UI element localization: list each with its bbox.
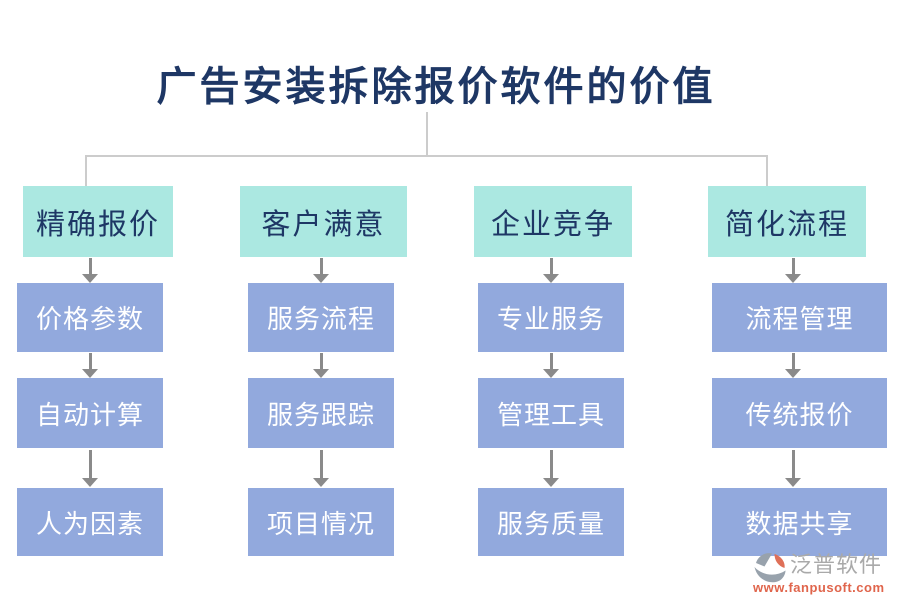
down-arrow-icon <box>542 450 560 487</box>
connector-line-left-stub <box>85 157 87 186</box>
connector-line-horizontal <box>85 155 768 157</box>
page-title: 广告安装拆除报价软件的价值 <box>156 64 716 109</box>
down-arrow-icon <box>81 353 99 378</box>
down-arrow-icon <box>542 258 560 283</box>
column-header-box: 客户满意 <box>240 186 407 257</box>
column-header-box: 企业竞争 <box>474 186 632 257</box>
fanpu-logo-icon <box>754 553 786 583</box>
value-item-box: 管理工具 <box>478 378 624 448</box>
value-item-box: 服务流程 <box>248 283 394 352</box>
column-header-box: 简化流程 <box>708 186 866 257</box>
down-arrow-icon <box>784 450 802 487</box>
value-item-box: 自动计算 <box>17 378 163 448</box>
down-arrow-icon <box>312 353 330 378</box>
down-arrow-icon <box>81 258 99 283</box>
down-arrow-icon <box>312 450 330 487</box>
brand-name: 泛普软件 <box>790 552 883 577</box>
down-arrow-icon <box>542 353 560 378</box>
brand-watermark: 泛普软件 www.fanpusoft.com <box>753 551 895 595</box>
value-item-box: 服务质量 <box>478 488 624 556</box>
value-item-box: 服务跟踪 <box>248 378 394 448</box>
down-arrow-icon <box>312 258 330 283</box>
connector-line-right-stub <box>766 157 768 186</box>
column-header-box: 精确报价 <box>23 186 173 257</box>
value-item-box: 流程管理 <box>712 283 887 352</box>
value-item-box: 价格参数 <box>17 283 163 352</box>
value-item-box: 专业服务 <box>478 283 624 352</box>
down-arrow-icon <box>81 450 99 487</box>
brand-url: www.fanpusoft.com <box>753 580 885 595</box>
value-item-box: 数据共享 <box>712 488 887 556</box>
connector-line-title-vertical <box>426 112 428 156</box>
value-item-box: 人为因素 <box>17 488 163 556</box>
value-item-box: 项目情况 <box>248 488 394 556</box>
down-arrow-icon <box>784 258 802 283</box>
down-arrow-icon <box>784 353 802 378</box>
value-item-box: 传统报价 <box>712 378 887 448</box>
